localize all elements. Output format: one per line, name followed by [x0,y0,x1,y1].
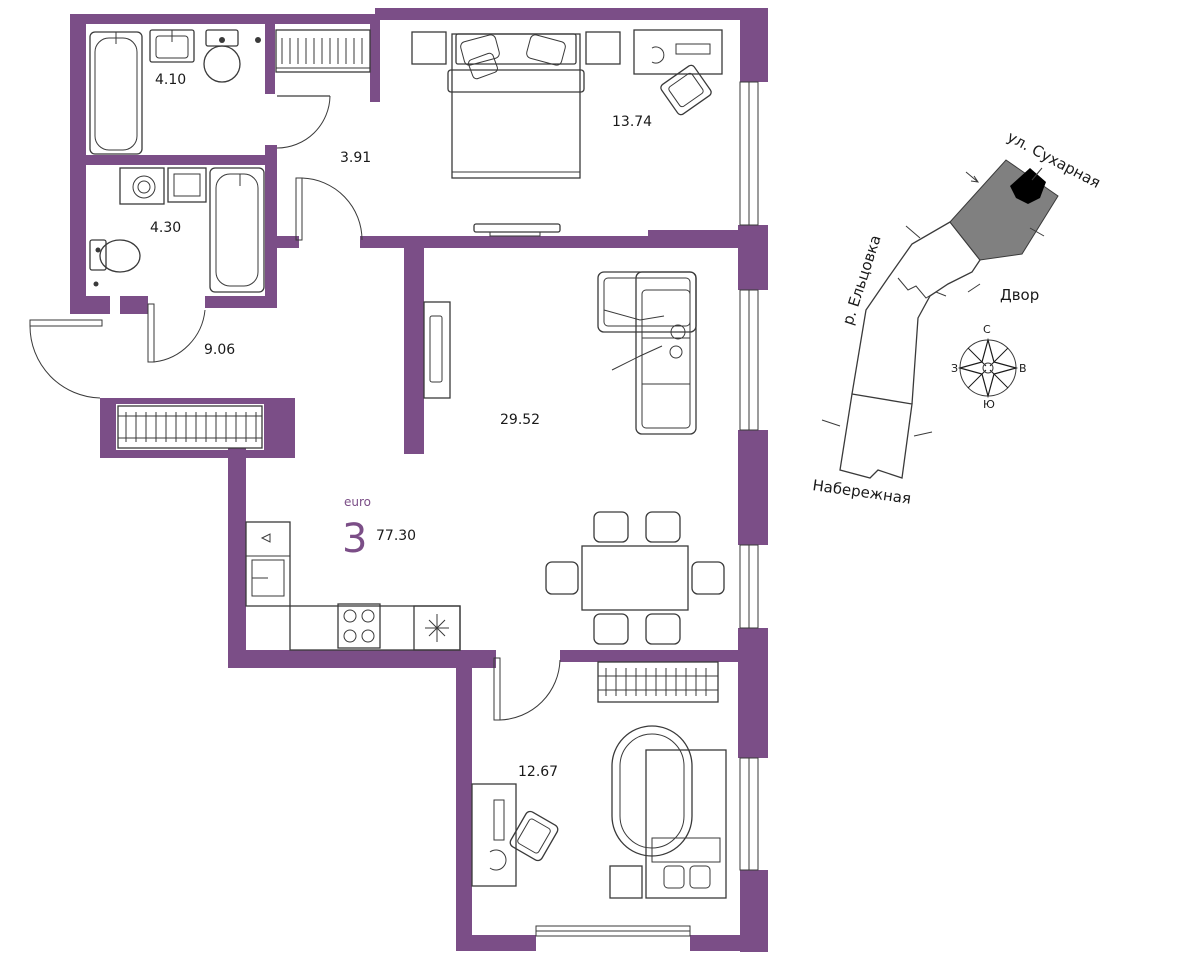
compass-east: В [1019,362,1027,375]
apartment-type-prefix: euro [344,495,371,509]
radiator-icon [597,661,719,703]
nightstand [585,31,621,65]
site-map: ул. Сухарная р. Ельцовка Двор Набережная [811,128,1103,508]
yard-label: Двор [1000,286,1039,304]
room-area-label: 3.91 [340,150,371,166]
fridge-icon [413,605,461,651]
tv-icon [473,223,561,237]
door-icon [29,95,561,721]
apartment-rooms-count: 3 [342,516,367,562]
dining-table-icon [545,511,725,645]
bed-icon [611,725,727,899]
washing-machine-icon [119,167,165,205]
room-area-label: 29.52 [500,412,540,428]
room-area-label: 4.30 [150,220,181,236]
toilet-icon [203,29,241,83]
nightstand [411,31,447,65]
compass-south: Ю [983,398,995,411]
compass-west: З [951,362,958,375]
room-area-label: 13.74 [612,114,652,130]
toilet-icon [89,239,141,273]
desk-icon [633,29,723,75]
room-area-label: 9.06 [204,342,235,358]
armchair-icon [660,64,712,116]
apartment-total-area: 77.30 [376,528,416,544]
bed-icon [447,33,585,179]
nightstand [609,865,643,899]
sink-icon [149,29,195,63]
tv-icon [423,301,451,399]
bathtub-icon [209,167,265,293]
compass-north: С [983,323,991,336]
compass-icon: С Ю З В [951,323,1027,411]
radiator-icon [117,405,263,449]
walls [70,8,768,952]
sofa-icon [597,271,697,435]
apartment-type-label: euro 3 77.30 [342,495,416,562]
room-area-label: 12.67 [518,764,558,780]
armchair-icon [509,810,559,862]
embankment-label: Набережная [811,476,912,508]
sink-icon [167,167,207,203]
desk-icon [471,783,517,887]
bathtub-icon [89,31,143,155]
windows [535,81,759,937]
stove-icon [337,603,381,649]
room-area-label: 4.10 [155,72,186,88]
radiator-icon [275,29,371,73]
river-label: р. Ельцовка [839,233,885,327]
